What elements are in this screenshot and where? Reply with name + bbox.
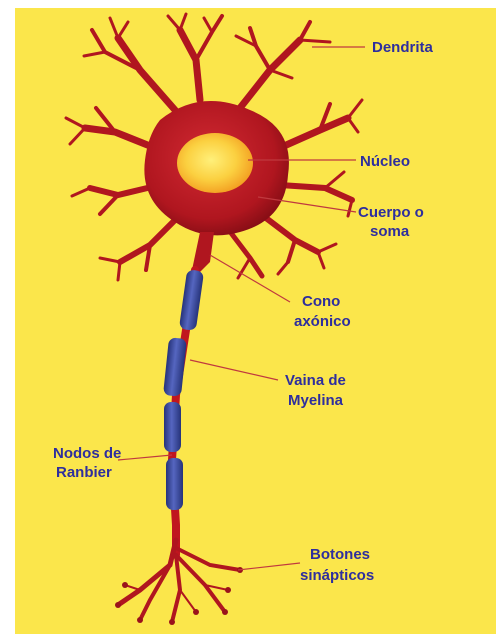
label-nucleo: Núcleo (360, 153, 410, 170)
label-nodos-line1: Nodos de (53, 445, 121, 462)
label-cono-line2: axónico (294, 313, 351, 330)
label-dendrita: Dendrita (372, 39, 434, 56)
label-vaina-line2: Myelina (288, 392, 344, 409)
nucleus (177, 133, 253, 193)
diagram-background (15, 8, 496, 634)
label-vaina-line1: Vaina de (285, 372, 346, 389)
label-cuerpo-line1: Cuerpo o (358, 204, 424, 221)
label-nodos-line2: Ranbier (56, 464, 112, 481)
label-cono-line1: Cono (302, 293, 340, 310)
label-cuerpo-line2: soma (370, 223, 410, 240)
label-botones-line1: Botones (310, 546, 370, 563)
label-botones-line2: sinápticos (300, 567, 374, 584)
